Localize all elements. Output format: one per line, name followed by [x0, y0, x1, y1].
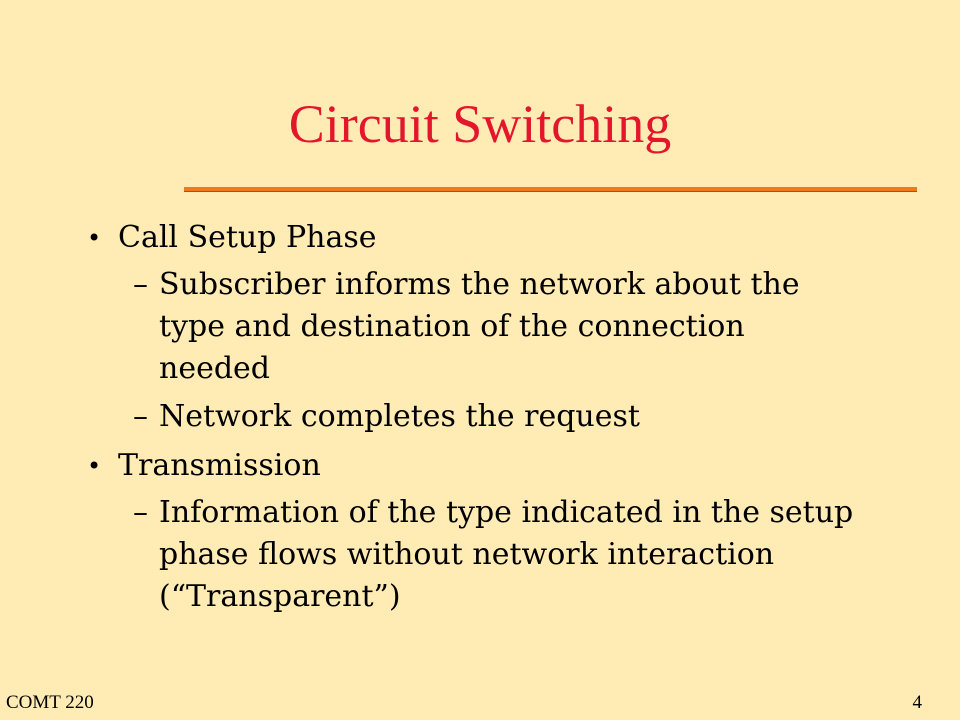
dash-icon: –: [133, 495, 148, 530]
sub-bullet-item: – Network completes the request: [85, 396, 885, 438]
slide-content: • Call Setup Phase – Subscriber informs …: [85, 216, 885, 624]
sub-bullet-text: Network completes the request: [159, 399, 640, 434]
bullet-item: • Transmission: [85, 444, 885, 488]
sub-bullet-text: Subscriber informs the network about the…: [159, 267, 800, 386]
dash-icon: –: [133, 399, 148, 434]
bullet-icon: •: [87, 224, 102, 252]
bullet-item: • Call Setup Phase: [85, 216, 885, 260]
slide-title: Circuit Switching: [288, 94, 672, 154]
bullet-text: Call Setup Phase: [118, 220, 377, 255]
bullet-icon: •: [87, 452, 102, 480]
title-divider: [184, 187, 917, 191]
sub-bullet-item: – Information of the type indicated in t…: [85, 492, 885, 618]
dash-icon: –: [133, 267, 148, 302]
sub-bullet-text: Information of the type indicated in the…: [159, 495, 854, 614]
footer-course: COMT 220: [6, 692, 94, 713]
sub-bullet-item: – Subscriber informs the network about t…: [85, 264, 885, 390]
bullet-text: Transmission: [118, 448, 321, 483]
footer-page-number: 4: [912, 692, 923, 713]
